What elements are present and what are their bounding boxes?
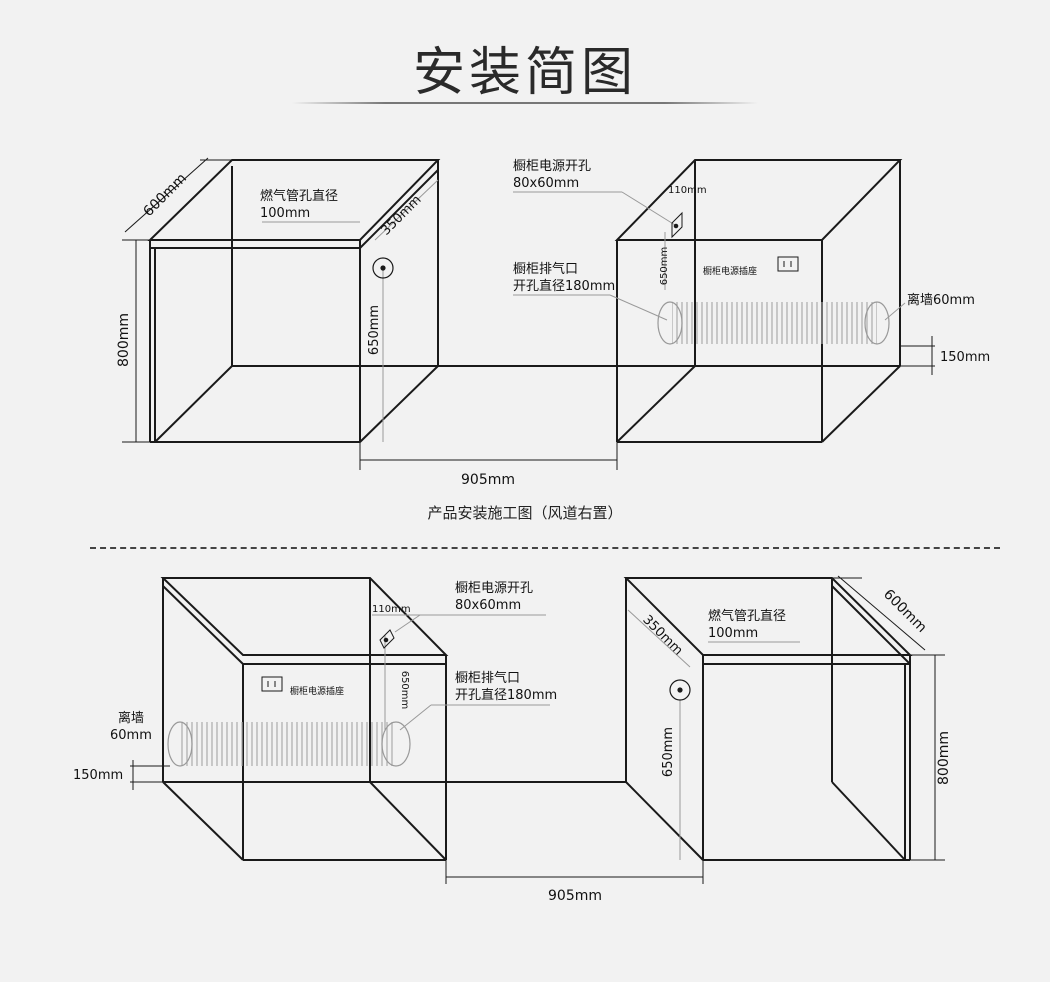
top-socket bbox=[777, 256, 799, 272]
bottom-dimension-lines bbox=[130, 575, 945, 884]
bottom-gas-hole bbox=[669, 679, 691, 701]
bottom-power-hole bbox=[379, 629, 395, 649]
bottom-wall-offset-label-2: 60mm bbox=[110, 728, 152, 743]
bottom-offset-110-label: 110mm bbox=[372, 604, 411, 615]
bottom-gas-hole-label-2: 100mm bbox=[708, 626, 758, 641]
top-vent-height-650-label: 650mm bbox=[659, 247, 670, 286]
bottom-height-650-label: 650mm bbox=[661, 727, 676, 777]
top-exhaust-duct bbox=[657, 301, 890, 345]
bottom-vent-height-650-label: 650mm bbox=[399, 671, 410, 710]
bottom-height-800-label: 800mm bbox=[936, 731, 952, 785]
bottom-left-cabinet bbox=[160, 577, 626, 861]
bottom-gas-hole-label-1: 燃气管孔直径 bbox=[708, 608, 786, 624]
top-socket-label: 橱柜电源插座 bbox=[703, 265, 757, 277]
bottom-floor-150-label: 150mm bbox=[73, 768, 123, 783]
top-power-hole-label-1: 橱柜电源开孔 bbox=[513, 159, 591, 174]
top-power-hole bbox=[671, 211, 683, 239]
bottom-depth-350-label: 350mm bbox=[639, 612, 685, 658]
top-gas-hole-label-1: 燃气管孔直径 bbox=[260, 188, 338, 204]
bottom-width-600-label: 600mm bbox=[880, 586, 929, 635]
bottom-right-cabinet bbox=[623, 577, 913, 861]
bottom-socket-label: 橱柜电源插座 bbox=[290, 685, 344, 697]
section-divider bbox=[90, 547, 1000, 549]
top-left-cabinet bbox=[147, 159, 441, 443]
top-height-650-label: 650mm bbox=[367, 305, 382, 355]
top-diagram-caption: 产品安装施工图（风道右置） bbox=[427, 504, 623, 522]
top-power-hole-label-2: 80x60mm bbox=[513, 176, 579, 191]
top-wall-offset-label: 离墙60mm bbox=[907, 292, 975, 308]
bottom-span-905-label: 905mm bbox=[548, 888, 602, 904]
top-floor-150-label: 150mm bbox=[940, 350, 990, 365]
top-width-600-label: 600mm bbox=[140, 170, 189, 219]
top-offset-110-label: 110mm bbox=[668, 185, 707, 196]
bottom-power-hole-label-1: 橱柜电源开孔 bbox=[455, 581, 533, 596]
top-dimension-lines bbox=[122, 157, 935, 470]
diagram-title: 安装简图 bbox=[412, 43, 637, 103]
title-underline bbox=[292, 102, 758, 104]
top-right-cabinet bbox=[438, 159, 903, 443]
top-vent-label-2: 开孔直径180mm bbox=[513, 279, 615, 294]
bottom-wall-offset-label-1: 离墙 bbox=[118, 710, 144, 726]
top-depth-350-label: 350mm bbox=[378, 192, 424, 238]
top-gas-hole-label-2: 100mm bbox=[260, 206, 310, 221]
top-leader-lines bbox=[262, 179, 906, 442]
top-gas-hole bbox=[372, 257, 394, 279]
bottom-leader-lines bbox=[372, 609, 800, 860]
top-height-800-label: 800mm bbox=[116, 313, 132, 367]
bottom-socket bbox=[261, 676, 283, 692]
top-vent-label-1: 橱柜排气口 bbox=[513, 261, 578, 277]
top-span-905-label: 905mm bbox=[461, 472, 515, 488]
bottom-vent-label-2: 开孔直径180mm bbox=[455, 688, 557, 703]
bottom-power-hole-label-2: 80x60mm bbox=[455, 598, 521, 613]
bottom-exhaust-duct bbox=[167, 721, 411, 767]
bottom-vent-label-1: 橱柜排气口 bbox=[455, 670, 520, 686]
